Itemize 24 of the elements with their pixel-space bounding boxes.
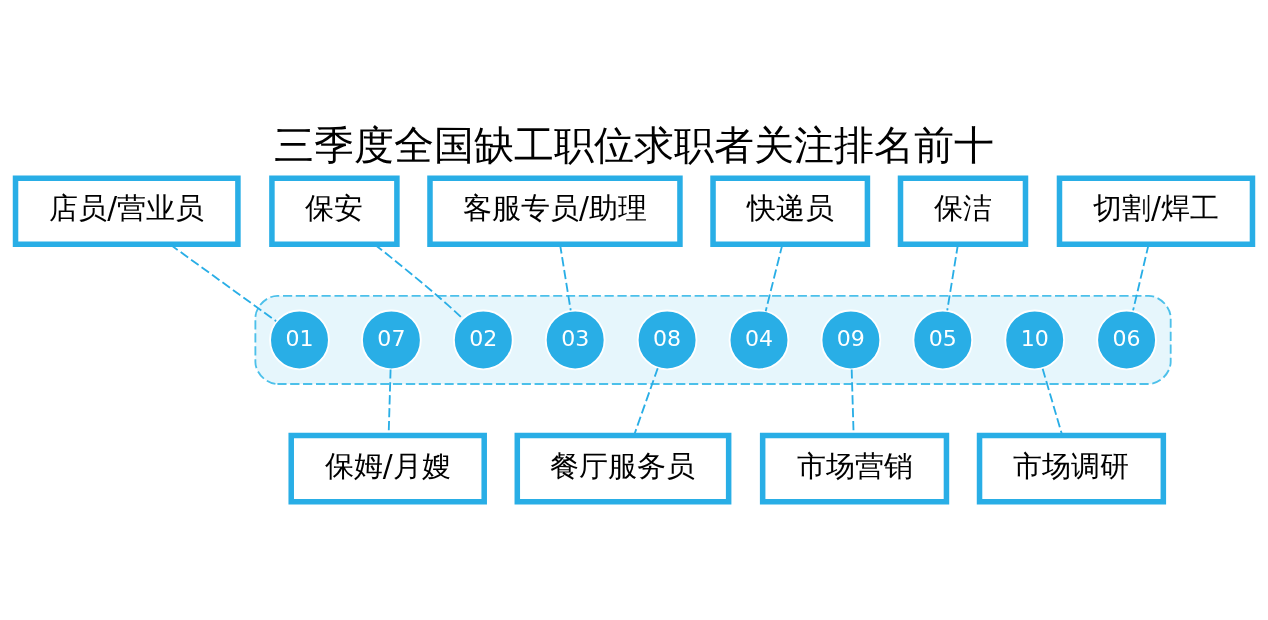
node-circle: 09 <box>820 309 882 370</box>
node-box: 保姆/月嫂 <box>288 432 487 504</box>
node-box: 餐厅服务员 <box>514 432 732 504</box>
node-box: 保安 <box>269 174 400 247</box>
node-circle: 04 <box>728 309 790 370</box>
connector <box>1041 367 1064 436</box>
node-box: 市场调研 <box>976 432 1167 504</box>
node-circle: 08 <box>636 309 698 370</box>
node-circle: 06 <box>1096 309 1157 370</box>
node-circle: 10 <box>1004 309 1065 370</box>
node-box: 快递员 <box>710 174 871 247</box>
cluster <box>254 294 1172 385</box>
node-circle: 05 <box>912 309 974 370</box>
node-box: 客服专员/助理 <box>427 174 683 247</box>
node-circle: 07 <box>361 309 422 370</box>
node-box: 店员/营业员 <box>12 174 241 247</box>
node-box: 切割/焊工 <box>1056 174 1256 247</box>
node-box: 市场营销 <box>759 432 950 504</box>
connector <box>633 366 659 436</box>
node-box: 保洁 <box>897 174 1029 247</box>
node-circle: 03 <box>544 309 606 370</box>
node-circle: 02 <box>452 309 514 370</box>
diagram-title: 三季度全国缺工职位求职者关注排名前十 <box>274 120 994 169</box>
node-circle: 01 <box>269 309 330 370</box>
